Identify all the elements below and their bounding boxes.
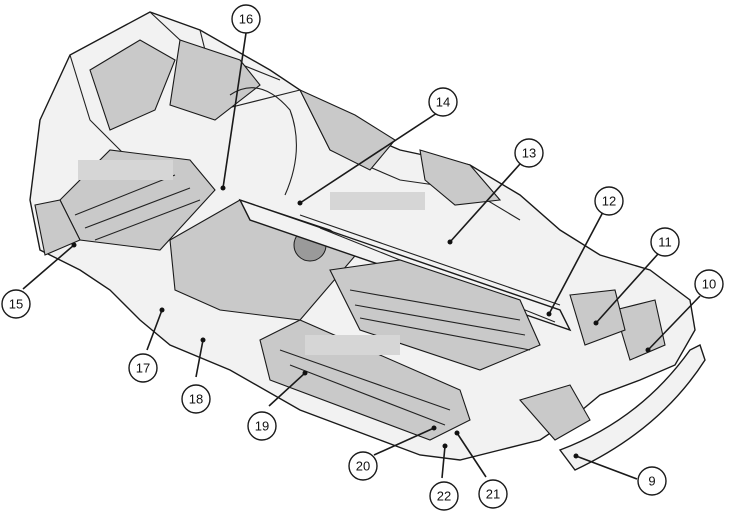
callout-11: 11 [650,227,680,257]
callout-20-label: 20 [356,459,370,474]
callout-11-label: 11 [658,235,672,250]
front-floor-ribs [349,289,531,351]
callout-12: 12 [594,186,624,216]
callout-18-label: 18 [189,392,203,407]
masked-label-2 [330,192,425,210]
callout-9: 9 [637,466,667,496]
callout-15: 15 [1,289,31,319]
callout-13-label: 13 [522,146,536,161]
masked-label-1 [78,160,173,180]
leader-lines [22,32,701,480]
wheel-arch-rear [229,87,297,196]
callout-12-label: 12 [602,194,616,209]
side-panel-far [419,149,502,206]
side-panel-right [298,88,396,171]
callout-9-label: 9 [648,474,655,489]
callout-10-label: 10 [702,277,716,292]
roof-panel-mid [169,39,261,121]
leader-dots [71,185,651,459]
callout-14: 14 [428,87,458,117]
callout-10: 10 [694,269,724,299]
rear-floor-ribs [74,174,201,241]
callout-20: 20 [348,451,378,481]
callout-18: 18 [181,384,211,414]
callout-16: 16 [231,4,261,34]
front-bumper-beam [558,344,706,471]
rear-apron [34,199,81,256]
masked-label-3 [305,335,400,355]
callout-21: 21 [478,479,508,509]
callout-21-label: 21 [486,487,500,502]
callout-19-label: 19 [255,419,269,434]
callout-22-label: 22 [437,489,451,504]
front-subframe [519,384,591,441]
callout-22: 22 [429,481,459,511]
sill-ribs [279,349,451,426]
callout-17: 17 [128,353,158,383]
callout-19: 19 [247,411,277,441]
callout-16-label: 16 [239,12,253,27]
callout-14-label: 14 [436,95,450,110]
callout-15-label: 15 [9,297,23,312]
front-apron [569,289,626,346]
callout-13: 13 [514,138,544,168]
callout-17-label: 17 [136,361,150,376]
roof-panel-left [89,39,176,131]
